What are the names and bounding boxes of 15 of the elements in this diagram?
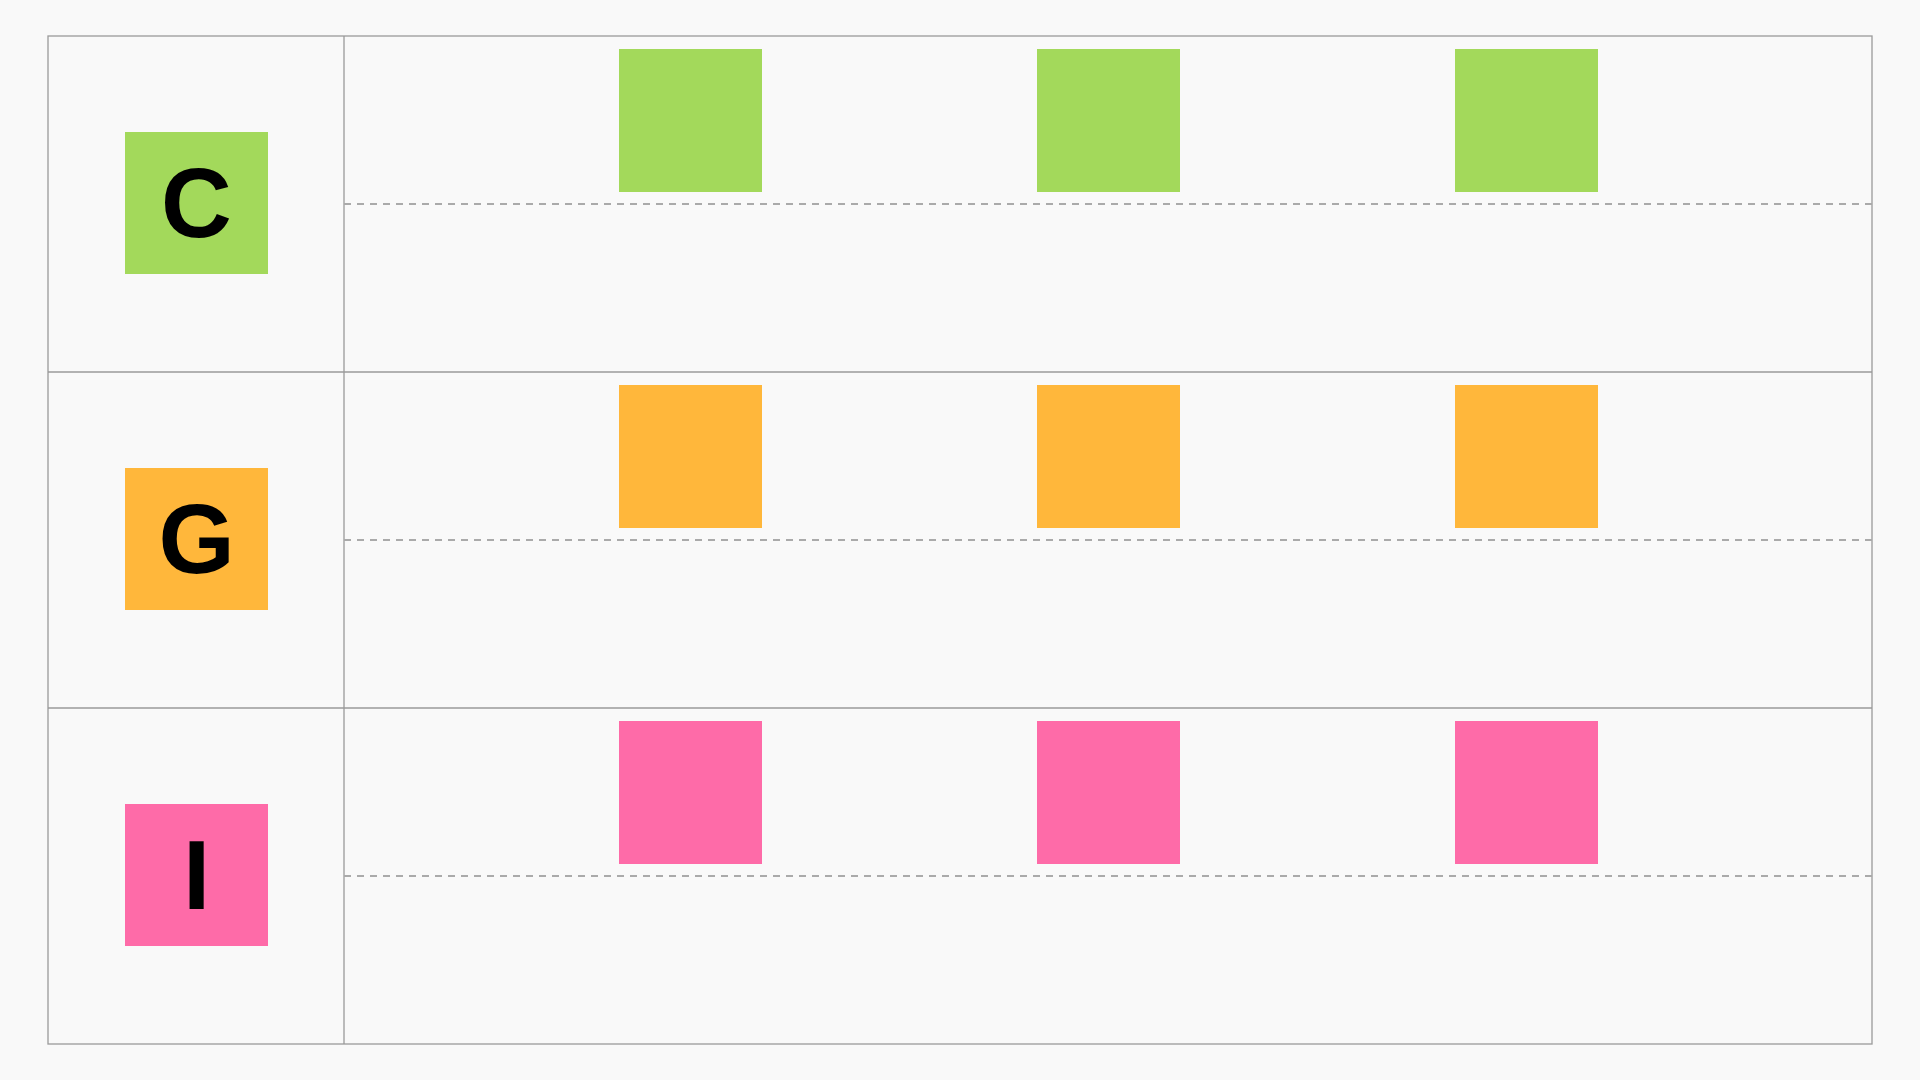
row-header-tile	[125, 132, 268, 274]
blank-tile	[1455, 49, 1598, 192]
blank-tile	[1037, 49, 1180, 192]
blank-tile	[1455, 721, 1598, 864]
row-letter: G	[158, 490, 235, 588]
blank-tile	[619, 721, 762, 864]
row-header-tile	[125, 804, 268, 946]
blank-tile	[619, 49, 762, 192]
row-header-tile	[125, 468, 268, 610]
blank-tile	[1455, 385, 1598, 528]
row-letter: C	[161, 154, 232, 252]
blank-tile	[1037, 385, 1180, 528]
row-letter: I	[182, 826, 211, 924]
blank-tile	[1037, 721, 1180, 864]
blank-tile	[619, 385, 762, 528]
